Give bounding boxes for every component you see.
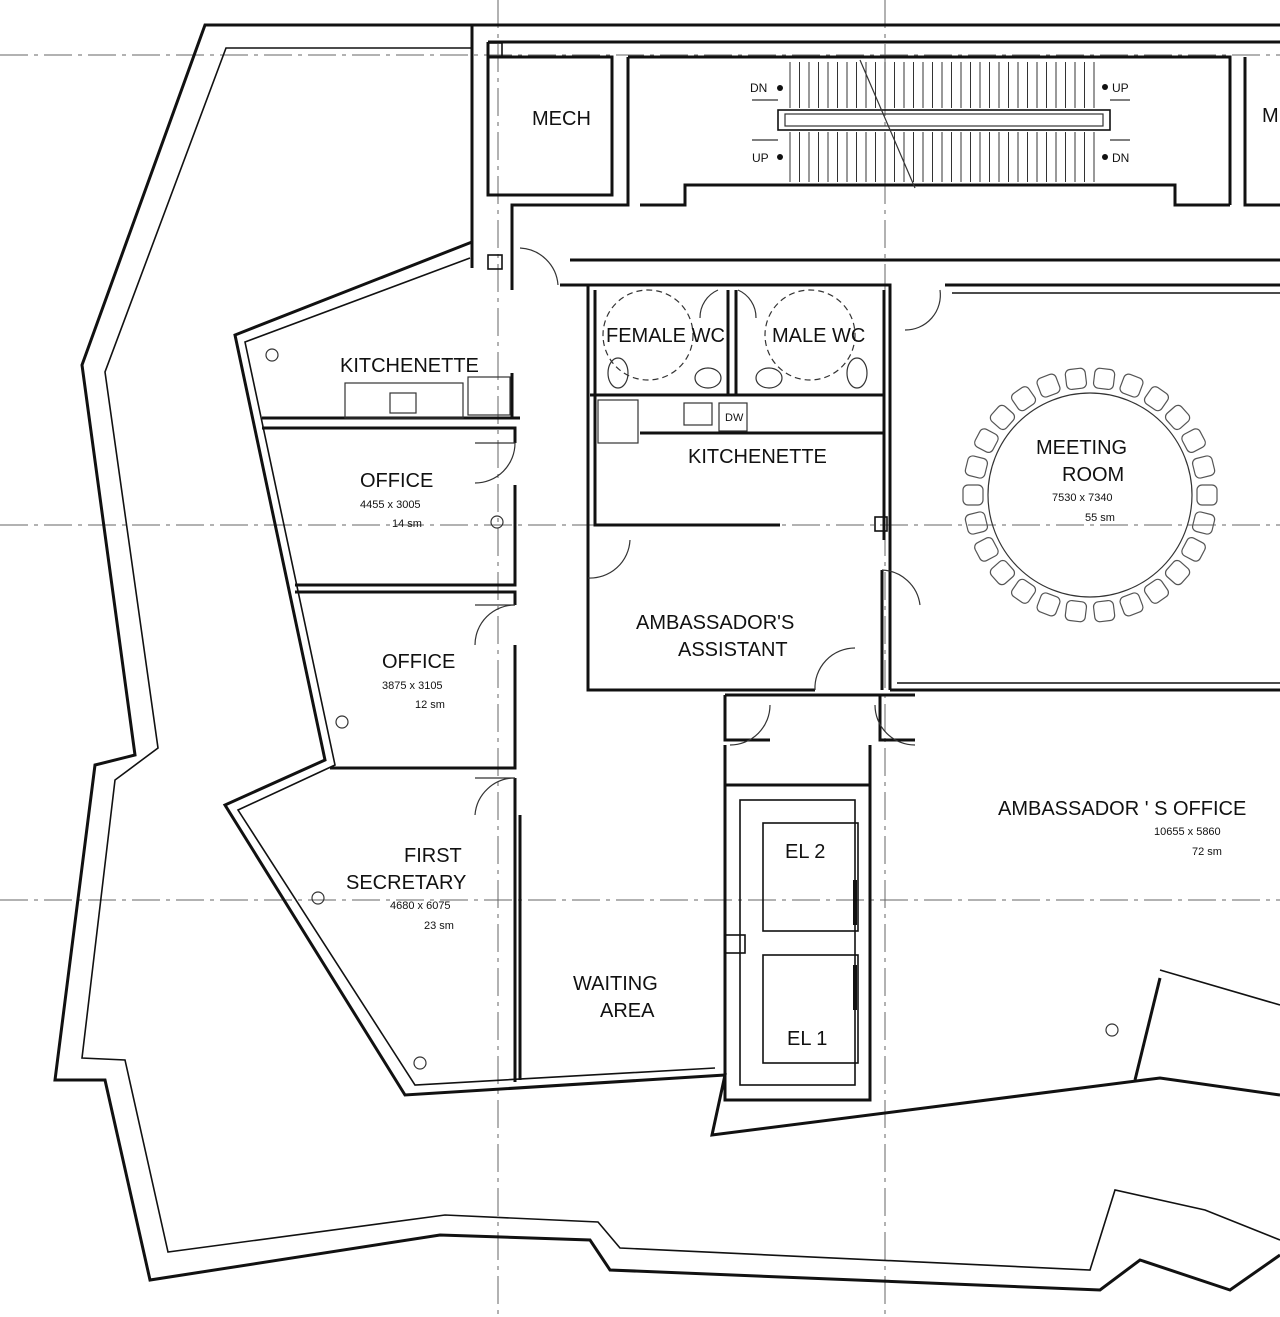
kitchenette-left-label: KITCHENETTE: [340, 355, 479, 377]
meeting-chair: [974, 428, 999, 453]
meeting-chair: [1036, 592, 1061, 617]
meeting-chair: [989, 559, 1016, 586]
waiting-area-line2: AREA: [600, 1000, 655, 1022]
meeting-chair: [1164, 404, 1191, 431]
meeting-chair: [1010, 578, 1037, 604]
meeting-chair: [974, 537, 999, 562]
meeting-chair: [964, 511, 989, 535]
meeting-chair: [1119, 373, 1144, 398]
center-walls: [519, 247, 941, 692]
kitchenette-center-label: KITCHENETTE: [688, 446, 827, 468]
meeting-chair: [1196, 484, 1218, 506]
core-walls: [470, 23, 1280, 290]
stair: [752, 59, 1130, 189]
meeting-chair: [1119, 592, 1144, 617]
meeting-chair: [1181, 537, 1206, 562]
first-secretary-dims: 4680 x 6075: [390, 900, 451, 912]
meeting-room-dims: 7530 x 7340: [1052, 492, 1113, 504]
meeting-room-line2: ROOM: [1062, 464, 1124, 486]
ambassadors-office-label: AMBASSADOR ' S OFFICE: [998, 798, 1246, 820]
female-wc-label: FEMALE WC: [606, 325, 725, 347]
meeting-chair: [1191, 511, 1216, 535]
meeting-chair: [989, 404, 1016, 431]
meeting-chair: [1092, 367, 1116, 391]
meeting-chair: [1143, 578, 1170, 604]
ambassadors-office-dims: 10655 x 5860: [1154, 826, 1221, 838]
room-labels: MECH ME DN UP UP DN KITCHENETTE OFFICE 4…: [340, 81, 1280, 1050]
drain-markers: [265, 348, 1119, 1070]
dishwasher-label: DW: [725, 412, 744, 424]
meeting-chair: [1092, 599, 1116, 623]
ambassadors-assistant-line1: AMBASSADOR'S: [636, 612, 794, 634]
meeting-chair: [964, 455, 989, 479]
meeting-room-walls: [890, 283, 1280, 692]
office1-label: OFFICE: [360, 470, 433, 492]
meeting-chair: [1181, 428, 1206, 453]
meeting-chair: [1064, 599, 1088, 623]
left-wing-walls: [222, 240, 1280, 1137]
stair-up-left: UP: [752, 151, 769, 165]
office2-dims: 3875 x 3105: [382, 680, 443, 692]
waiting-area-line1: WAITING: [573, 973, 658, 995]
office2-label: OFFICE: [382, 651, 455, 673]
meeting-chair: [962, 484, 984, 506]
office1-dims: 4455 x 3005: [360, 499, 421, 511]
male-wc-label: MALE WC: [772, 325, 865, 347]
meeting-chair: [1010, 386, 1037, 412]
meeting-chair: [1164, 559, 1191, 586]
meeting-room-area: 55 sm: [1085, 512, 1115, 524]
mech-right-label: ME: [1262, 105, 1280, 127]
lower-walls: [723, 693, 916, 1102]
office1-area: 14 sm: [392, 518, 422, 530]
elevator2-label: EL 2: [785, 841, 825, 863]
meeting-chair: [1191, 455, 1216, 479]
ambassadors-assistant-line2: ASSISTANT: [678, 639, 788, 661]
ambassadors-office-area: 72 sm: [1192, 846, 1222, 858]
first-secretary-line2: SECRETARY: [346, 872, 466, 894]
stair-dn-left: DN: [750, 81, 767, 95]
meeting-room-line1: MEETING: [1036, 437, 1127, 459]
stair-dn-right: DN: [1112, 151, 1129, 165]
mech-left-label: MECH: [532, 108, 591, 130]
terrace-outline: [53, 23, 1280, 1292]
first-secretary-line1: FIRST: [404, 845, 462, 867]
meeting-chair: [1143, 386, 1170, 412]
meeting-chair: [1036, 373, 1061, 398]
meeting-chair: [1064, 367, 1088, 391]
elevator1-label: EL 1: [787, 1028, 827, 1050]
stair-up-right: UP: [1112, 81, 1129, 95]
first-secretary-area: 23 sm: [424, 920, 454, 932]
office2-area: 12 sm: [415, 699, 445, 711]
